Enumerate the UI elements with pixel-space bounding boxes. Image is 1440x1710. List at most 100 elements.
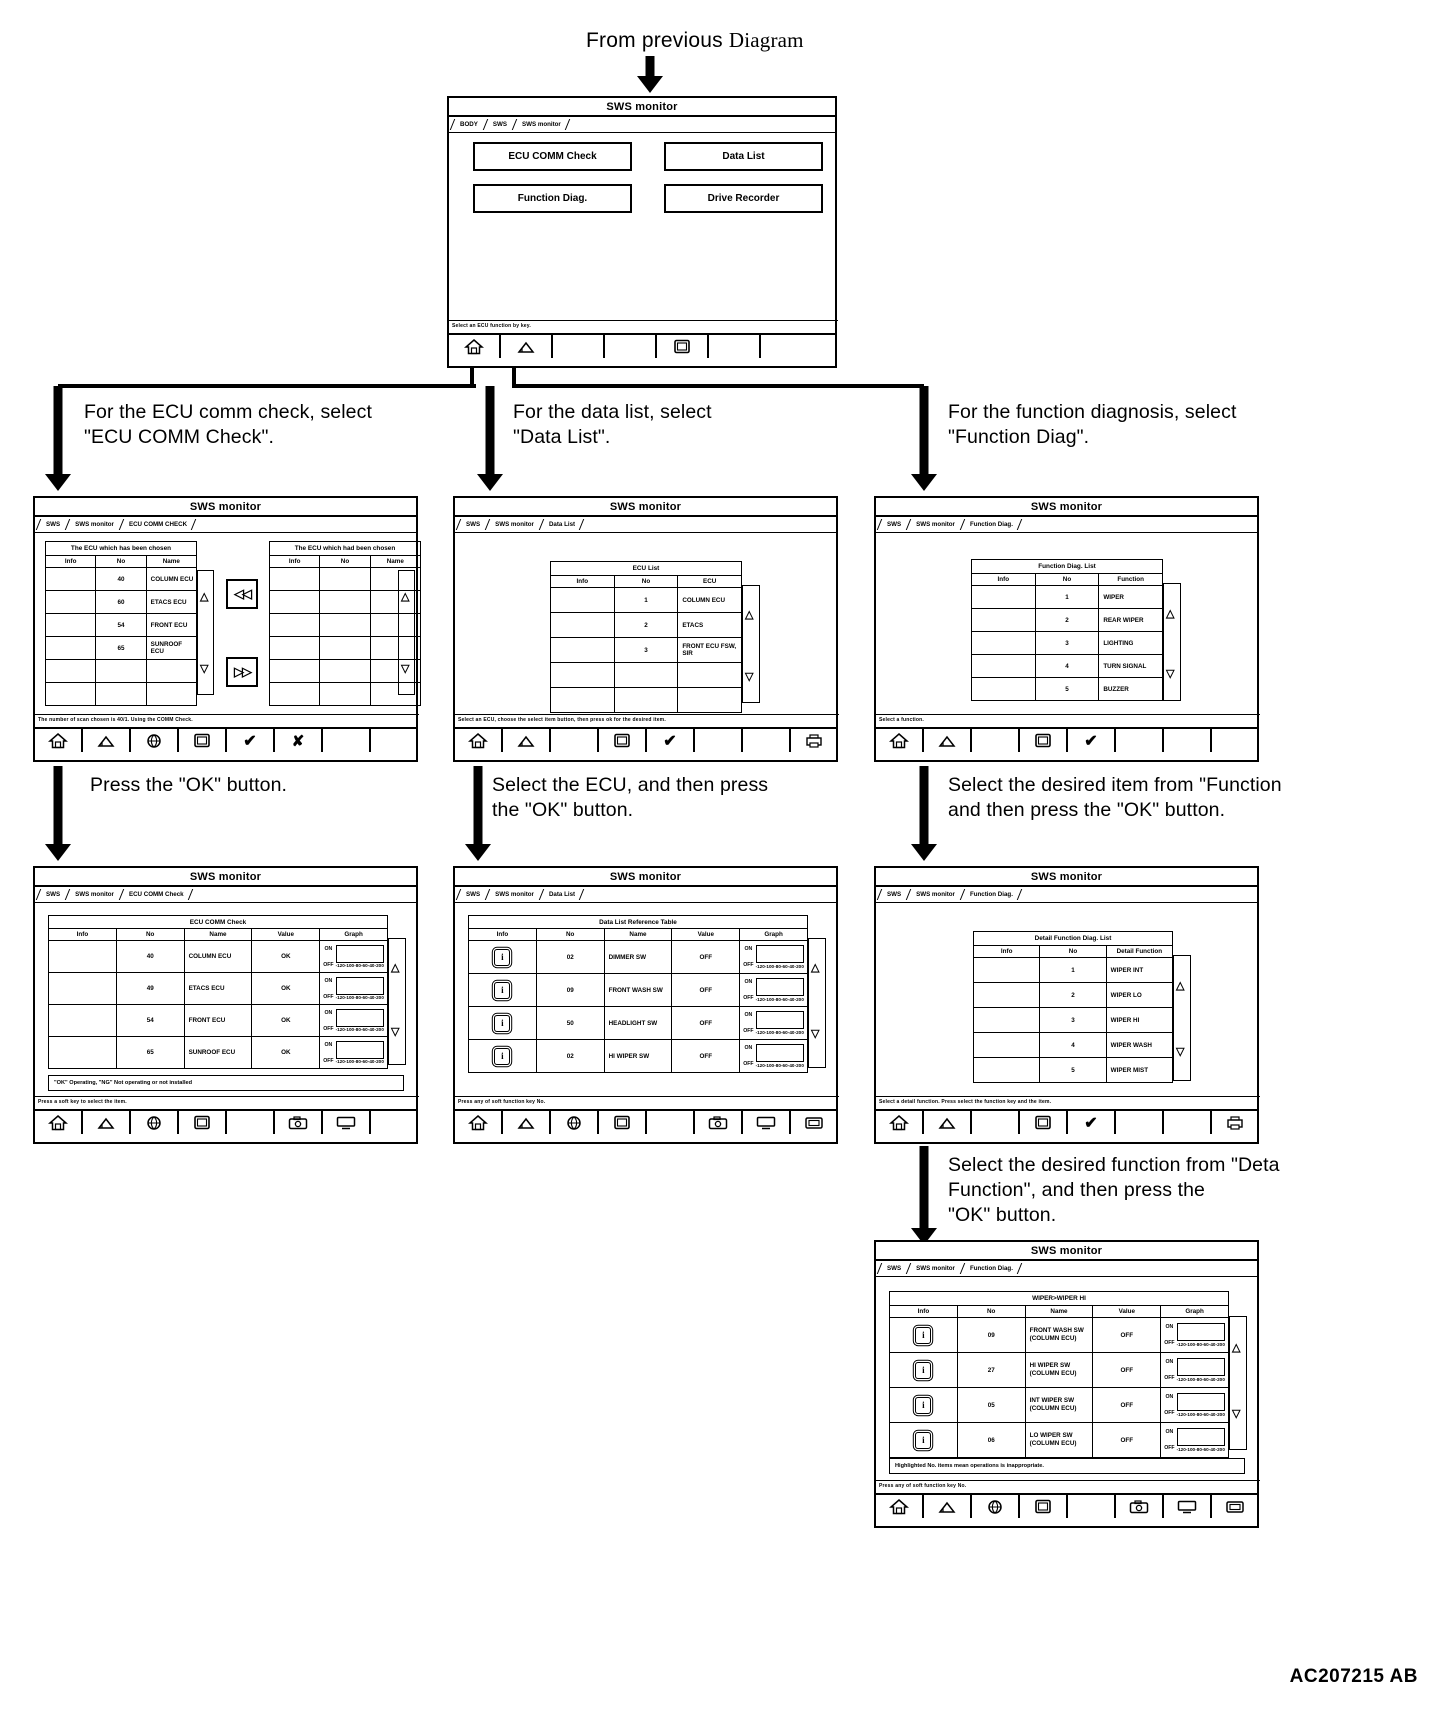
breadcrumb-item-sws[interactable]: SWS	[879, 519, 908, 530]
scroll-down-icon[interactable]: ▽	[200, 663, 209, 675]
cell-info[interactable]: i	[889, 1317, 958, 1353]
scroll-down-icon[interactable]: ▽	[811, 1028, 820, 1040]
table-row[interactable]	[268, 636, 422, 660]
scrollbar-right-table[interactable]	[398, 570, 415, 695]
button-drive-recorder[interactable]: Drive Recorder	[664, 184, 823, 213]
home-icon[interactable]	[35, 729, 83, 752]
scroll-up-icon[interactable]: △	[811, 962, 820, 974]
ok-button[interactable]: ✔	[227, 729, 275, 752]
display-icon[interactable]	[657, 335, 709, 358]
camera-icon[interactable]	[1116, 1495, 1164, 1518]
scrollbar-data-list-result[interactable]	[808, 938, 826, 1068]
info-icon[interactable]: i	[915, 1396, 932, 1414]
monitor-icon[interactable]	[1164, 1495, 1212, 1518]
info-icon[interactable]: i	[494, 948, 511, 966]
back-icon[interactable]	[503, 729, 551, 752]
scrollbar-ecu-comm-result[interactable]	[388, 938, 406, 1065]
print-icon[interactable]	[791, 729, 836, 752]
scroll-up-icon[interactable]: △	[200, 591, 209, 603]
help-icon[interactable]	[131, 729, 179, 752]
table-row[interactable]	[268, 567, 422, 591]
toolbar-key-6[interactable]	[1116, 1111, 1164, 1134]
toolbar-key-5[interactable]	[227, 1111, 275, 1134]
home-icon[interactable]	[35, 1111, 83, 1134]
breadcrumb-item-sws[interactable]: SWS	[879, 889, 908, 900]
breadcrumb-item-sws[interactable]: SWS	[879, 1263, 908, 1274]
breadcrumb-item-sws-monitor[interactable]: SWS monitor	[487, 519, 541, 530]
display-icon[interactable]	[1020, 729, 1068, 752]
scroll-down-icon[interactable]: ▽	[391, 1026, 400, 1038]
breadcrumb-item-function-diag[interactable]: Function Diag.	[962, 889, 1020, 900]
back-icon[interactable]	[924, 1495, 972, 1518]
ok-button[interactable]: ✔	[1068, 729, 1116, 752]
info-icon[interactable]: i	[915, 1431, 932, 1449]
monitor-icon[interactable]	[323, 1111, 371, 1134]
scrollbar-detail-function[interactable]	[1173, 955, 1191, 1081]
home-icon[interactable]	[876, 1111, 924, 1134]
help-icon[interactable]	[972, 1495, 1020, 1518]
button-data-list[interactable]: Data List	[664, 142, 823, 171]
display-icon[interactable]	[179, 729, 227, 752]
breadcrumb-item-function-diag[interactable]: Function Diag.	[962, 1263, 1020, 1274]
display-icon[interactable]	[1020, 1111, 1068, 1134]
button-function-diag[interactable]: Function Diag.	[473, 184, 632, 213]
display-icon[interactable]	[179, 1111, 227, 1134]
button-transfer-left[interactable]: ◁◁	[226, 579, 258, 609]
back-icon[interactable]	[501, 335, 553, 358]
cell-info[interactable]: i	[889, 1387, 958, 1423]
camera-icon[interactable]	[695, 1111, 743, 1134]
scroll-down-icon[interactable]: ▽	[401, 663, 410, 675]
home-icon[interactable]	[455, 1111, 503, 1134]
toolbar-key-5[interactable]	[647, 1111, 695, 1134]
breadcrumb-item-sws[interactable]: SWS	[485, 119, 514, 130]
display-icon[interactable]	[599, 1111, 647, 1134]
display-icon[interactable]	[1020, 1495, 1068, 1518]
back-icon[interactable]	[924, 1111, 972, 1134]
breadcrumb-item-sws-monitor[interactable]: SWS monitor	[908, 889, 962, 900]
scroll-down-icon[interactable]: ▽	[1166, 668, 1175, 680]
info-icon[interactable]: i	[494, 981, 511, 999]
toolbar-key-5[interactable]	[1068, 1495, 1116, 1518]
info-icon[interactable]: i	[494, 1047, 511, 1065]
help-icon[interactable]	[551, 1111, 599, 1134]
toolbar-key-8[interactable]	[1212, 729, 1257, 752]
scroll-up-icon[interactable]: △	[745, 609, 754, 621]
breadcrumb-item-sws-monitor[interactable]: SWS monitor	[67, 519, 121, 530]
button-transfer-right[interactable]: ▷▷	[226, 657, 258, 687]
screen-icon[interactable]	[791, 1111, 836, 1134]
toolbar-key-3[interactable]	[972, 729, 1020, 752]
cell-info[interactable]: i	[468, 1006, 537, 1040]
scrollbar-function-diag-result[interactable]	[1229, 1316, 1247, 1450]
back-icon[interactable]	[924, 729, 972, 752]
ok-button[interactable]: ✔	[647, 729, 695, 752]
toolbar-key-3[interactable]	[553, 335, 605, 358]
toolbar-key-3[interactable]	[972, 1111, 1020, 1134]
cell-info[interactable]: i	[468, 1039, 537, 1073]
back-icon[interactable]	[83, 729, 131, 752]
screen-icon[interactable]	[1212, 1495, 1257, 1518]
scroll-up-icon[interactable]: △	[1166, 608, 1175, 620]
breadcrumb-item-sws[interactable]: SWS	[38, 519, 67, 530]
table-row[interactable]	[550, 662, 742, 688]
scroll-up-icon[interactable]: △	[401, 591, 410, 603]
back-icon[interactable]	[503, 1111, 551, 1134]
